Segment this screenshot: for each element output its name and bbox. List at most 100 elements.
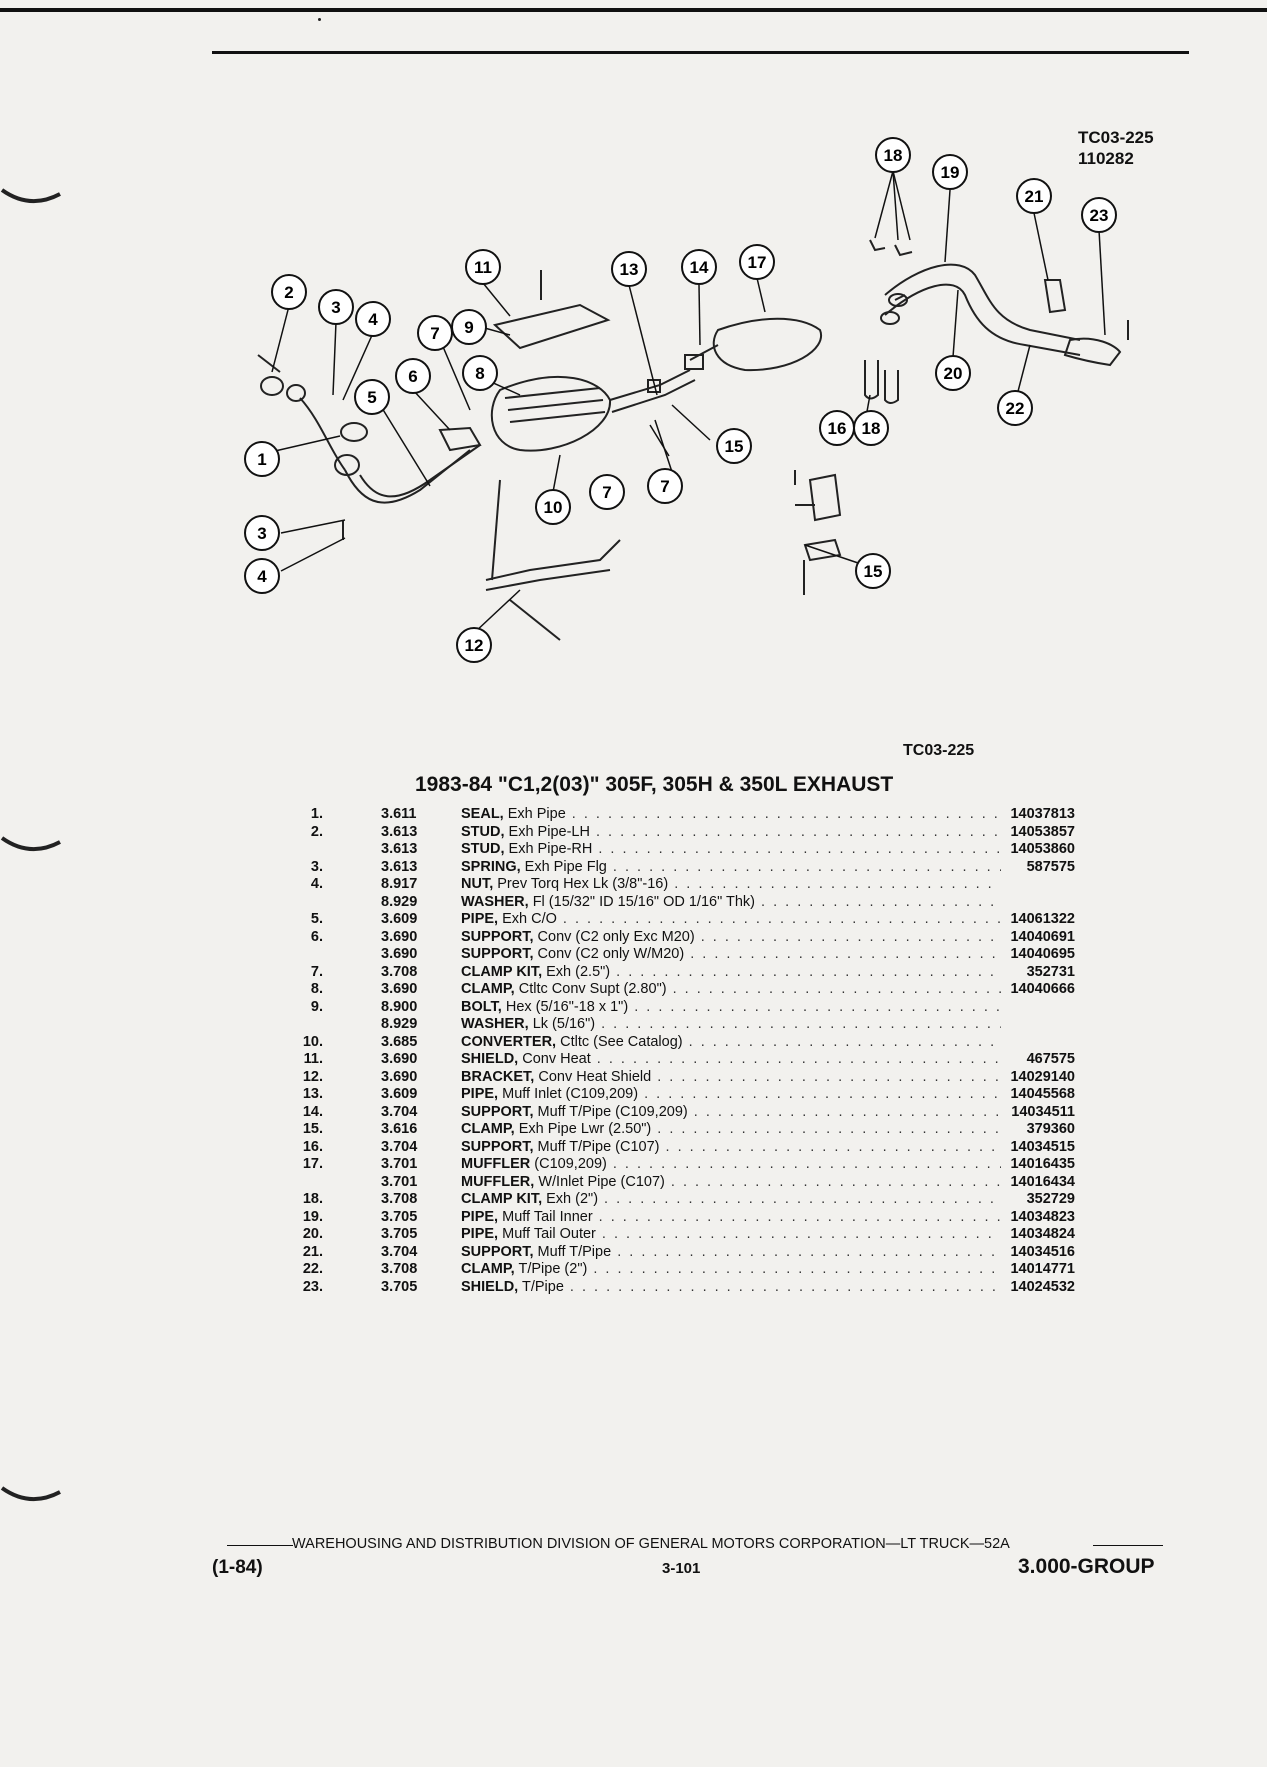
svg-text:9: 9 [464, 318, 473, 337]
svg-text:16: 16 [828, 419, 847, 438]
part-name: NUT, [461, 876, 494, 892]
leader-dots: . . . . . . . . . . . . . . . . . . . . … [612, 858, 1001, 875]
part-name: CLAMP, [461, 1261, 515, 1277]
group-code: 3.690 [381, 946, 418, 962]
part-name: SPRING, [461, 858, 521, 875]
group-code: 3.613 [381, 858, 418, 875]
callout-14: 14 [681, 249, 717, 285]
part-name: SUPPORT, [461, 1103, 534, 1120]
part-detail: Exh Pipe-LH [508, 823, 590, 840]
part-name: SUPPORT, [461, 1243, 534, 1260]
part-number: 467575 [1026, 1051, 1075, 1067]
part-name: SUPPORT, [461, 1138, 534, 1155]
part-description: CLAMP, Ctltc Conv Supt (2.80") . . . . .… [461, 981, 1001, 999]
part-number: 14034511 [1011, 1103, 1075, 1120]
leader-dots: . . . . . . . . . . . . . . . . . . . . … [596, 1051, 1001, 1067]
part-description: CLAMP, T/Pipe (2") . . . . . . . . . . .… [461, 1261, 1001, 1279]
part-number: 14040666 [1010, 981, 1075, 997]
group-code: 3.690 [381, 928, 418, 945]
group-code: 8.929 [381, 1016, 418, 1032]
part-number: 352729 [1026, 1191, 1075, 1207]
part-detail: W/Inlet Pipe (C107) [538, 1173, 665, 1190]
callout-23: 23 [1081, 197, 1117, 233]
part-name: SUPPORT, [461, 928, 534, 945]
svg-text:18: 18 [862, 419, 881, 438]
part-number: 14037813 [1010, 806, 1075, 822]
revision-date: (1-84) [212, 1557, 263, 1578]
item-number: 20. [302, 1226, 323, 1242]
diagram-ref-date: 110282 [1078, 149, 1134, 168]
part-name: SUPPORT, [461, 946, 534, 962]
group-code: 3.705 [381, 1226, 418, 1242]
group-code: 3.685 [381, 1033, 418, 1050]
svg-text:15: 15 [864, 562, 883, 581]
part-number: 14034824 [1010, 1226, 1075, 1242]
leader-dots: . . . . . . . . . . . . . . . . . . . . … [612, 1156, 1001, 1172]
section-title: 1983-84 "C1,2(03)" 305F, 305H & 350L EXH… [415, 773, 894, 796]
group-label: 3.000-GROUP [1018, 1555, 1155, 1578]
part-description: PIPE, Muff Inlet (C109,209) . . . . . . … [461, 1086, 1001, 1104]
svg-text:7: 7 [430, 324, 439, 343]
item-number: 12. [302, 1068, 323, 1085]
part-name: PIPE, [461, 1226, 499, 1242]
part-detail: Muff T/Pipe (C107) [537, 1138, 660, 1155]
part-name: WASHER, [461, 893, 529, 910]
item-number: 9. [310, 998, 323, 1015]
group-code: 3.613 [381, 841, 418, 857]
binder-hole-mark [0, 1486, 61, 1502]
group-code: 3.705 [381, 1278, 418, 1295]
svg-text:10: 10 [544, 498, 563, 517]
svg-text:20: 20 [944, 364, 963, 383]
page-number: 3-101 [662, 1560, 701, 1577]
part-name: WASHER, [461, 1016, 529, 1032]
part-description: MUFFLER, W/Inlet Pipe (C107) . . . . . .… [461, 1174, 1001, 1192]
group-code: 3.613 [381, 823, 418, 840]
group-code: 3.701 [381, 1156, 418, 1172]
part-number: 14014771 [1010, 1261, 1075, 1277]
part-number: 14034823 [1010, 1208, 1075, 1225]
part-name: STUD, [461, 841, 505, 857]
callout-12: 12 [456, 627, 492, 663]
part-name: CONVERTER, [461, 1033, 557, 1050]
svg-text:11: 11 [474, 258, 492, 277]
svg-text:3: 3 [257, 524, 266, 543]
part-number: 14034516 [1010, 1243, 1075, 1260]
svg-text:18: 18 [884, 146, 903, 165]
part-name: CLAMP KIT, [461, 1191, 543, 1207]
part-number: 14016434 [1010, 1173, 1075, 1190]
part-description: CLAMP, Exh Pipe Lwr (2.50") . . . . . . … [461, 1121, 1001, 1139]
item-number: 13. [302, 1086, 323, 1102]
callout-8: 8 [462, 355, 498, 391]
part-detail: Prev Torq Hex Lk (3/8"-16) [497, 876, 669, 892]
part-detail: T/Pipe (2") [518, 1261, 588, 1277]
part-number: 14040695 [1010, 946, 1075, 962]
part-description: SHIELD, Conv Heat . . . . . . . . . . . … [461, 1051, 1001, 1069]
part-name: PIPE, [461, 1208, 499, 1225]
callout-20: 20 [935, 355, 971, 391]
item-number: 4. [310, 876, 323, 892]
part-description: STUD, Exh Pipe-RH . . . . . . . . . . . … [461, 841, 1001, 859]
callout-6: 6 [395, 358, 431, 394]
binder-hole-mark [0, 836, 61, 852]
part-name: SEAL, [461, 806, 504, 822]
callout-7-lower-b: 7 [647, 468, 683, 504]
part-detail: Muff T/Pipe (C109,209) [537, 1103, 688, 1120]
callout-13: 13 [611, 251, 647, 287]
callout-15-upper: 15 [716, 428, 752, 464]
part-description: MUFFLER (C109,209) . . . . . . . . . . .… [461, 1156, 1001, 1174]
leader-dots: . . . . . . . . . . . . . . . . . . . . … [598, 1208, 1001, 1225]
part-description: SUPPORT, Muff T/Pipe (C107) . . . . . . … [461, 1139, 1001, 1157]
item-number: 7. [310, 963, 323, 980]
part-description: PIPE, Muff Tail Inner . . . . . . . . . … [461, 1209, 1001, 1227]
callout-15-lower: 15 [855, 553, 891, 589]
svg-text:22: 22 [1006, 399, 1025, 418]
